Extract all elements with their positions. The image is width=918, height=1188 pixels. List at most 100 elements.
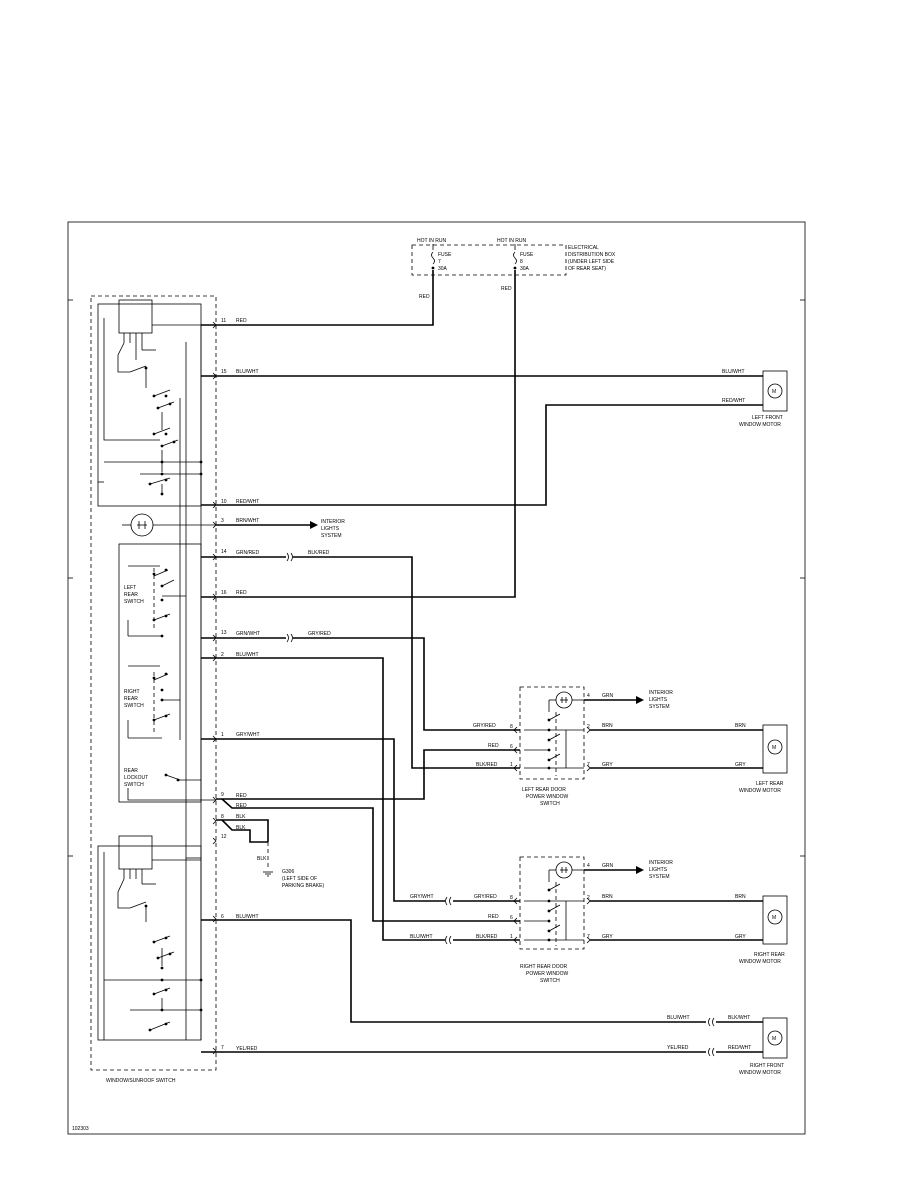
lf-motor-wire-label-top: BLU/WHT: [722, 369, 745, 375]
rr-motor-label-2: WINDOW MOTOR: [739, 959, 781, 965]
lr-door-grn-label: GRN: [602, 693, 614, 699]
rr-motor-label-1: RIGHT REAR: [754, 952, 785, 958]
distribution-box-label-1: ELECTRICAL: [568, 245, 599, 251]
rr-motor-gry-label: GRY: [735, 934, 746, 940]
pin-7: 7: [221, 1045, 224, 1051]
wire-pin10-label: RED/WHT: [236, 499, 259, 505]
wire-pin8-label: BLK: [236, 814, 246, 820]
rr-pin1-wire-label-left: BLU/WHT: [410, 934, 433, 940]
pin-11: 11: [221, 318, 226, 324]
window-sunroof-switch: WINDOW/SUNROOF SWITCH: [90, 295, 217, 1084]
wire-pin9-label: RED: [236, 793, 247, 799]
fuse-8-label-1: FUSE: [520, 252, 534, 258]
lr-door-switch-label-2: POWER WINDOW: [526, 794, 568, 800]
wire-pin6-label-right: BLU/WHT: [667, 1015, 690, 1021]
rr-door-gry-label: GRY: [602, 934, 613, 940]
wire-runs: RED BLU/WHT BLU/WHT RED/WHT RED/WHT BRN/…: [201, 270, 763, 1057]
lr-door-switch-label-3: SWITCH: [540, 801, 560, 807]
interior-lights-1-label-2: LIGHTS: [321, 526, 340, 532]
right-front-window-motor: M RIGHT FRONT WINDOW MOTOR: [739, 1017, 788, 1076]
wire-pin14-label: GRN/RED: [236, 550, 259, 556]
rr-door-pin-1: 1: [510, 934, 513, 940]
lr-motor-brn-label: BRN: [735, 723, 746, 729]
switch-assembly-label: WINDOW/SUNROOF SWITCH: [106, 1078, 176, 1084]
right-rear-door-switch: 4 8 6 1 2 7 RIGHT REAR DOOR POWER WINDOW…: [510, 856, 763, 984]
wire-pin6-blu-wht: [201, 919, 706, 1023]
rr-pin8-wire-label-right: GRY/RED: [474, 894, 497, 900]
lr-door-gry-label: GRY: [602, 762, 613, 768]
rf-motor-box: [762, 1017, 788, 1059]
wire-pin13-label: GRN/WHT: [236, 631, 260, 637]
interior-lights-3-label-3: SYSTEM: [649, 874, 670, 880]
rr-door-pin-2: 2: [587, 895, 590, 901]
wire-pin11-red: [201, 270, 434, 326]
wire-pin9-branch-label: RED: [236, 803, 247, 809]
interior-lights-arrow-1: [310, 521, 318, 529]
fuse-7-wire-label: RED: [419, 294, 430, 300]
rr-motor-brn-label: BRN: [735, 894, 746, 900]
upper-relay-module: [118, 299, 153, 334]
wire-pin7-label: YEL/RED: [236, 1046, 258, 1052]
lr-pin6-wire-label: RED: [488, 743, 499, 749]
rr-door-brn-label: BRN: [602, 894, 613, 900]
lr-motor-gry-label: GRY: [735, 762, 746, 768]
rr-door-switch-label-1: RIGHT REAR DOOR: [520, 964, 568, 970]
rear-lockout-switch-label-2: LOCKOUT: [124, 775, 148, 781]
wire-pin7-label-right: YEL/RED: [667, 1045, 689, 1051]
wire-pin9-red: [216, 749, 520, 800]
diagram-frame: [67, 221, 806, 1135]
right-rear-window-motor: M RIGHT REAR WINDOW MOTOR: [739, 895, 788, 965]
lr-pin1-wire-label: BLK/RED: [476, 762, 498, 768]
pin-9: 9: [221, 792, 224, 798]
lr-door-switch-label-1: LEFT REAR DOOR: [522, 787, 566, 793]
pin-1: 1: [221, 732, 224, 738]
fuse-8-label-2: 8: [520, 259, 523, 265]
wire-pin3-label: BRN/WHT: [236, 518, 259, 524]
left-rear-door-switch: 4 8 6 1 2 7 LEFT REAR DOOR POWER WINDOW …: [510, 686, 763, 807]
pin-13: 13: [221, 630, 227, 636]
rr-door-switch-label-2: POWER WINDOW: [526, 971, 568, 977]
pin-8: 8: [221, 814, 224, 820]
wire-pin8-blk: [216, 819, 269, 842]
wire-pin13-label-2: GRY/RED: [308, 631, 331, 637]
wire-pin16-red: [201, 270, 516, 598]
distribution-box-label-2: DISTRIBUTION BOX: [568, 252, 616, 258]
ground-wire-label: BLK: [257, 856, 267, 862]
rr-motor-box: [762, 895, 788, 945]
lr-door-brn-label: BRN: [602, 723, 613, 729]
wire-pin14-blk-red: [293, 556, 520, 769]
distribution-box-label-3: (UNDER LEFT SIDE: [568, 259, 615, 265]
lf-motor-icon: [767, 383, 783, 399]
rr-door-pin-4: 4: [587, 863, 590, 869]
wire-pin9-red-branch: [221, 798, 520, 922]
rr-door-switch-label-3: SWITCH: [540, 978, 560, 984]
lr-motor-icon: [767, 739, 783, 755]
diagram-id: 102303: [72, 1126, 89, 1132]
pin-2: 2: [221, 652, 224, 658]
svg-text:M: M: [772, 389, 776, 395]
rr-door-switch-outline: [519, 856, 585, 950]
fuse-7-symbol: [431, 251, 435, 265]
interior-lights-1-label-1: INTERIOR: [321, 519, 345, 525]
wire-pin13-gry-red: [293, 637, 520, 731]
rear-lockout-switch-label-3: SWITCH: [124, 782, 144, 788]
ground-label-3: PARKING BRAKE): [282, 883, 324, 889]
lr-motor-label-1: LEFT REAR: [756, 781, 784, 787]
rr-door-grn-label: GRN: [602, 863, 614, 869]
lf-motor-label-2: WINDOW MOTOR: [739, 422, 781, 428]
rr-door-pin-6: 6: [510, 915, 513, 921]
wire-pin1-gry-wht: [201, 738, 445, 902]
ground-label-1: G306: [282, 869, 294, 875]
fuse-8-symbol: [513, 251, 517, 265]
lf-motor-label-1: LEFT FRONT: [752, 415, 783, 421]
interior-lights-2-label-2: LIGHTS: [649, 697, 668, 703]
left-front-window-motor: M LEFT FRONT WINDOW MOTOR: [739, 370, 788, 428]
lr-motor-box: [762, 724, 788, 774]
left-rear-switch-label-3: SWITCH: [124, 599, 144, 605]
lower-switch-box: [97, 845, 202, 1041]
pin-14: 14: [221, 549, 227, 555]
wire-pin2-label: BLU/WHT: [236, 652, 259, 658]
pin-3: 3: [221, 518, 224, 524]
lr-door-pin-6: 6: [510, 744, 513, 750]
interior-lights-arrow-2: [636, 696, 644, 704]
